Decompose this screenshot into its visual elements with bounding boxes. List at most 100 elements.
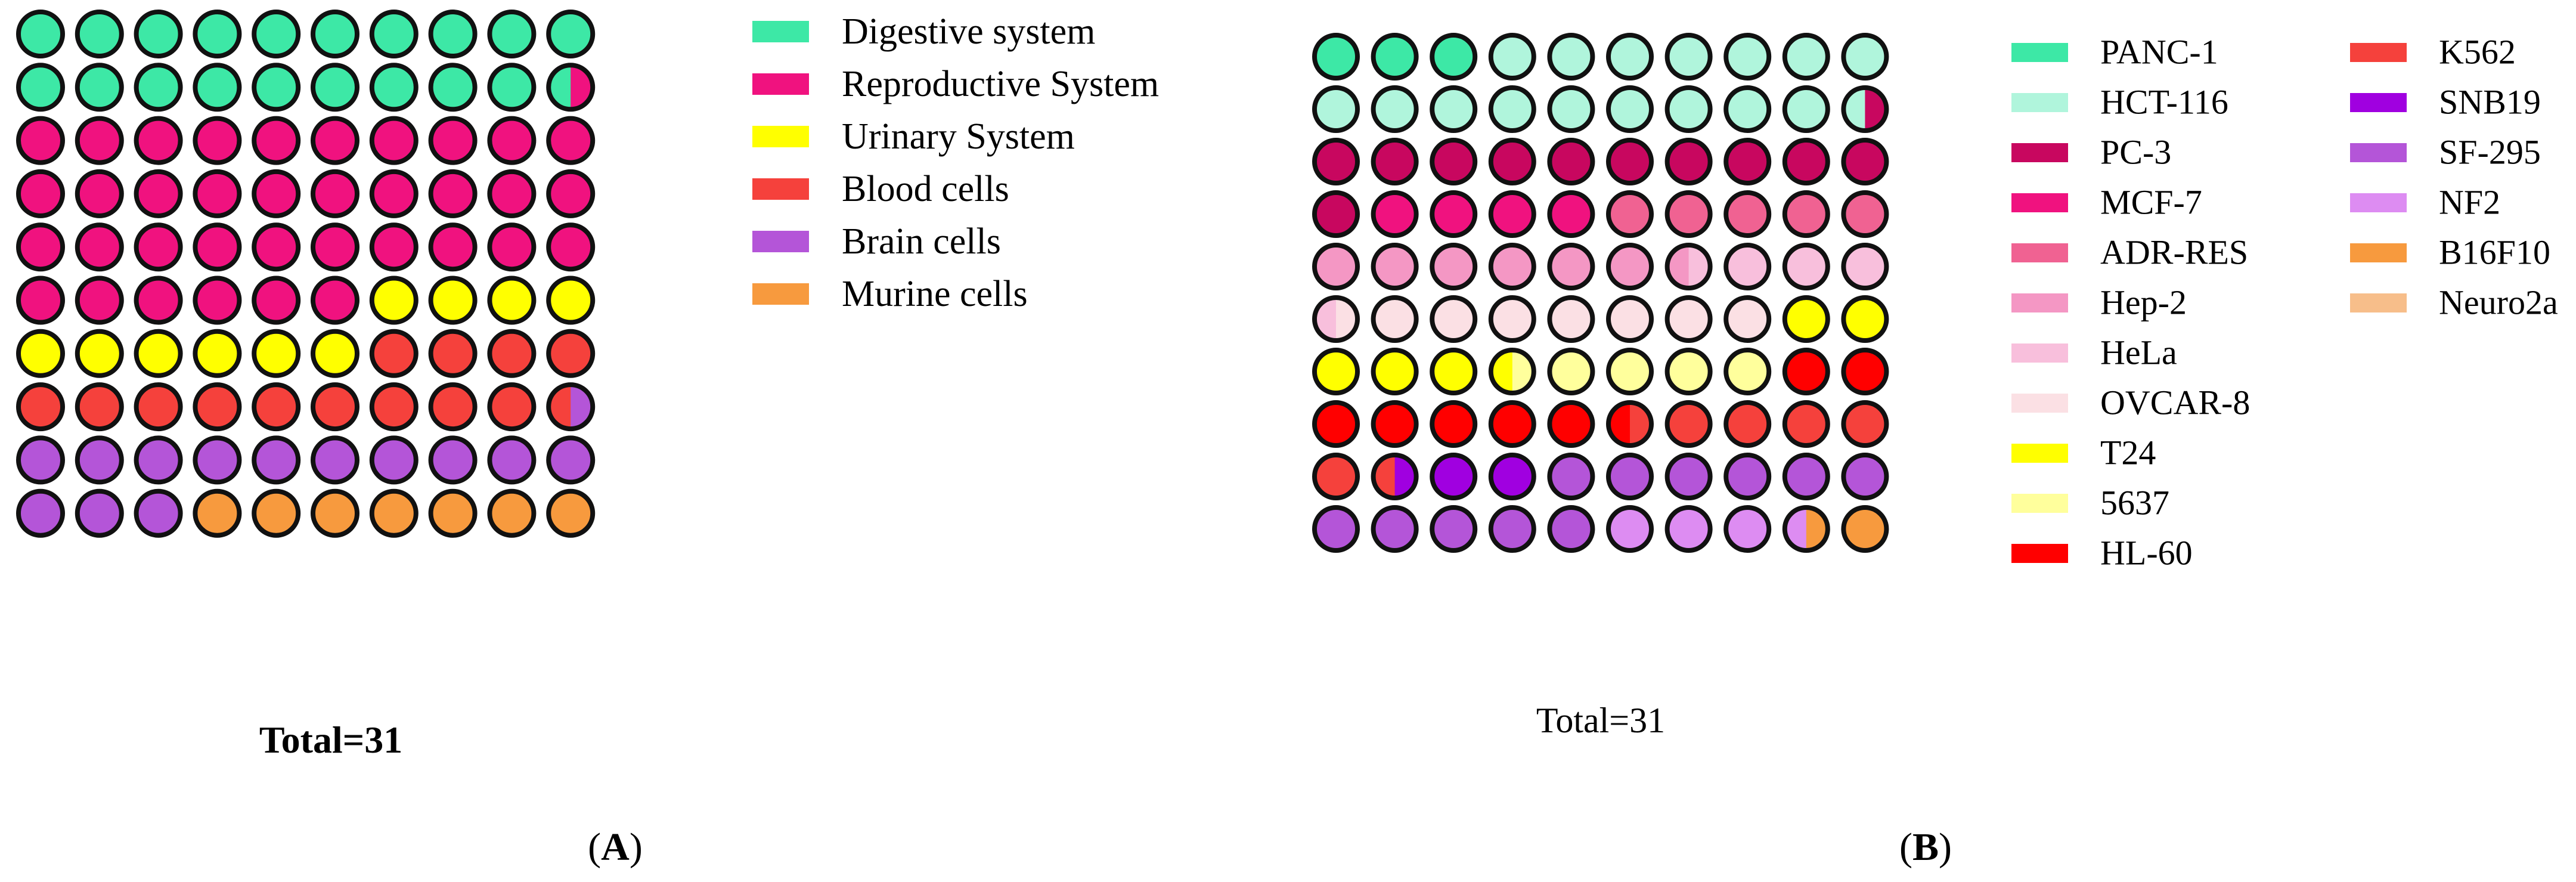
waffle-cell-outline	[1606, 243, 1654, 290]
waffle-cell-outline	[1723, 33, 1772, 81]
waffle-cell-outline	[75, 169, 124, 218]
waffle-cell	[546, 329, 596, 378]
waffle-cell-outline	[1723, 295, 1772, 343]
waffle-cell-outline	[1312, 190, 1360, 238]
waffle-cell-outline	[1841, 190, 1889, 238]
waffle-cell-outline	[1371, 295, 1419, 343]
waffle-cell	[1606, 138, 1654, 185]
waffle-cell	[252, 169, 301, 218]
legend-label: Murine cells	[842, 274, 1028, 314]
waffle-cell	[1664, 295, 1713, 343]
waffle-cell-outline	[193, 10, 242, 58]
waffle-cell-outline	[75, 488, 124, 538]
waffle-cell	[1430, 138, 1478, 185]
waffle-cell-outline	[546, 382, 596, 432]
legend-label: T24	[2100, 434, 2156, 472]
waffle-cell-outline	[546, 488, 596, 538]
legend-item: OVCAR-8	[2011, 383, 2250, 422]
waffle-cell-outline	[1430, 243, 1478, 290]
legend-label: Reproductive System	[842, 64, 1159, 104]
waffle-cell	[428, 222, 478, 272]
waffle-cell-outline	[546, 435, 596, 485]
waffle-cell	[1606, 505, 1654, 553]
waffle-cell	[1430, 505, 1478, 553]
waffle-cell	[1488, 190, 1536, 238]
waffle-cell	[369, 63, 419, 112]
waffle-cell	[252, 435, 301, 485]
waffle-cell	[369, 435, 419, 485]
waffle-cell	[1664, 400, 1713, 448]
waffle-cell	[16, 116, 65, 165]
waffle-cell	[1664, 190, 1713, 238]
waffle-cell	[1547, 85, 1595, 133]
legend-label: MCF-7	[2100, 183, 2202, 222]
legend-swatch	[2011, 43, 2068, 62]
waffle-cell-outline	[311, 10, 359, 58]
legend-item: PC-3	[2011, 133, 2171, 172]
waffle-cell	[428, 435, 478, 485]
waffle-cell	[134, 488, 183, 538]
waffle-cell-outline	[134, 435, 183, 485]
legend-item: Digestive system	[752, 11, 1095, 52]
waffle-cell-outline	[1430, 453, 1478, 500]
waffle-cell	[1664, 33, 1713, 81]
waffle-cell-outline	[1547, 348, 1595, 395]
waffle-cell	[1371, 348, 1419, 395]
legend-item: HeLa	[2011, 333, 2177, 372]
waffle-cell-outline	[75, 435, 124, 485]
waffle-cell	[487, 382, 537, 432]
waffle-cell-outline	[1547, 505, 1595, 553]
waffle-cell	[1664, 243, 1713, 290]
waffle-cell	[311, 276, 359, 325]
legend-item: Hep-2	[2011, 283, 2187, 322]
waffle-cell-outline	[1782, 243, 1830, 290]
waffle-cell	[1606, 400, 1654, 448]
waffle-cell-outline	[428, 222, 478, 272]
waffle-cell	[428, 329, 478, 378]
waffle-cell-outline	[369, 10, 419, 58]
waffle-cell	[428, 169, 478, 218]
waffle-cell	[1488, 243, 1536, 290]
waffle-cell	[369, 329, 419, 378]
waffle-cell	[1312, 85, 1360, 133]
waffle-cell	[1488, 505, 1536, 553]
waffle-cell	[1782, 400, 1830, 448]
waffle-cell-outline	[1723, 400, 1772, 448]
waffle-cell	[1723, 400, 1772, 448]
waffle-cell	[134, 276, 183, 325]
legend-label: Hep-2	[2100, 283, 2187, 322]
legend-item: Murine cells	[752, 274, 1028, 314]
waffle-cell	[1547, 190, 1595, 238]
waffle-cell-outline	[311, 329, 359, 378]
legend-swatch	[2011, 243, 2068, 262]
waffle-cell	[1371, 85, 1419, 133]
waffle-cell	[252, 382, 301, 432]
waffle-cell	[193, 169, 242, 218]
legend-swatch	[752, 21, 809, 42]
waffle-cell-outline	[252, 329, 301, 378]
waffle-cell-outline	[134, 10, 183, 58]
waffle-cell-outline	[428, 169, 478, 218]
waffle-cell-outline	[311, 63, 359, 112]
waffle-cell	[1371, 505, 1419, 553]
waffle-cell	[546, 10, 596, 58]
waffle-cell-outline	[134, 382, 183, 432]
waffle-cell-outline	[1606, 138, 1654, 185]
waffle-cell-outline	[487, 435, 537, 485]
legend-item: PANC-1	[2011, 33, 2218, 72]
waffle-cell-outline	[487, 276, 537, 325]
waffle-cell-outline	[311, 435, 359, 485]
waffle-cell	[193, 222, 242, 272]
waffle-cell	[1371, 400, 1419, 448]
waffle-cell-outline	[1371, 453, 1419, 500]
waffle-cell-outline	[1664, 348, 1713, 395]
waffle-cell-outline	[311, 116, 359, 165]
waffle-cell-outline	[1841, 243, 1889, 290]
waffle-cell	[16, 382, 65, 432]
waffle-cell	[1723, 453, 1772, 500]
waffle-cell-outline	[1664, 138, 1713, 185]
waffle-cell-outline	[16, 222, 65, 272]
waffle-cell	[193, 63, 242, 112]
